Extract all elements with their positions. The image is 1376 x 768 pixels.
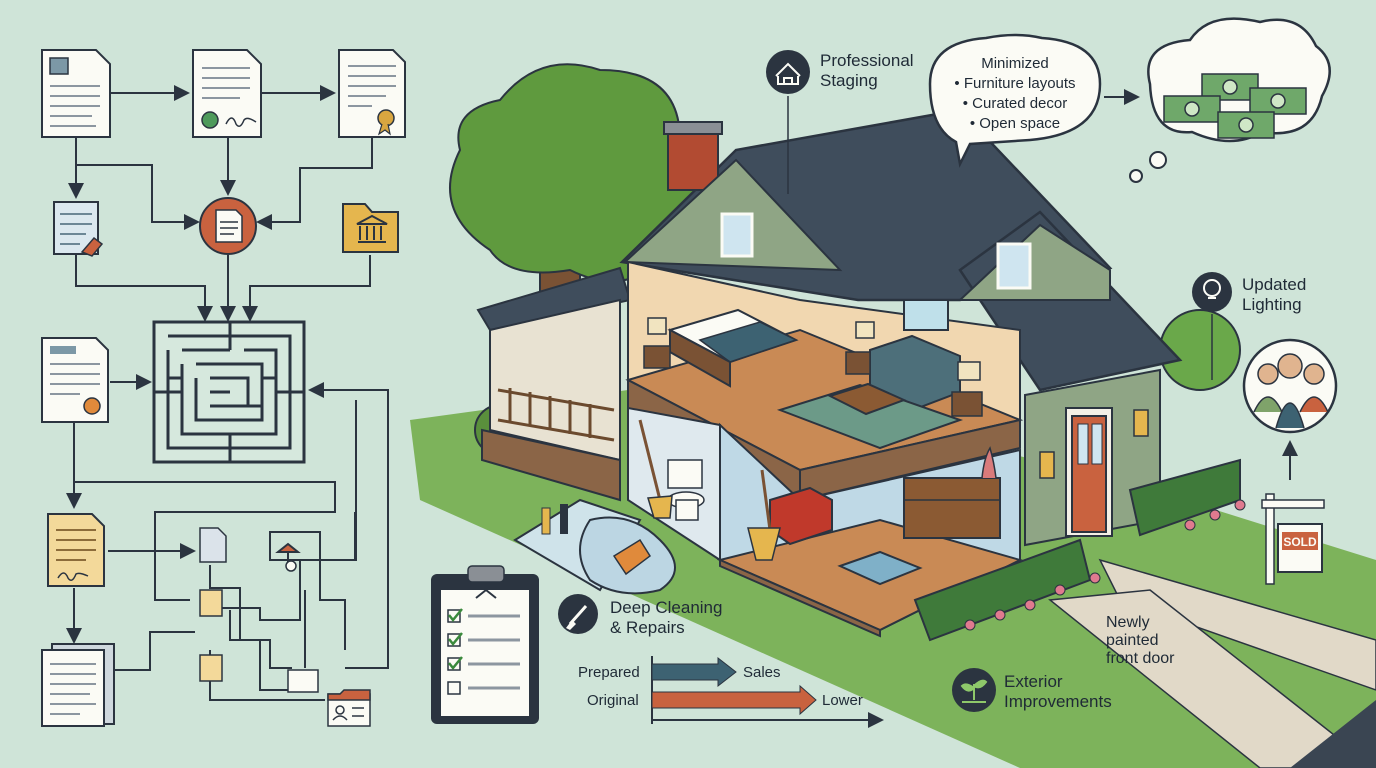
brush-icon	[558, 594, 598, 634]
certificate-icon	[338, 49, 406, 138]
exterior-improvements-line-1: Exterior	[1004, 672, 1063, 691]
document-icon	[53, 201, 104, 257]
front-door-label: Newly painted front door	[1106, 614, 1174, 668]
updated-lighting-label: Updated Lighting	[1242, 275, 1306, 315]
staging-thought-bubble	[928, 33, 1140, 168]
staging-bubble-item: • Open space	[969, 115, 1061, 132]
front-door-line-2: painted	[1106, 632, 1159, 649]
original-label: Original	[587, 692, 639, 709]
porch	[476, 266, 632, 502]
professional-staging-line-2: Staging	[820, 71, 878, 90]
front-door-line-1: Newly	[1106, 614, 1150, 631]
sprout-icon	[952, 668, 996, 712]
clipboard-checklist-icon	[431, 565, 539, 724]
professional-staging-label: Professional Staging	[820, 51, 914, 91]
prepared-bar	[651, 656, 737, 688]
cleaning-cloth	[513, 498, 676, 595]
folder-bank-icon	[342, 203, 399, 253]
lower-label: Lower	[822, 692, 863, 709]
document-icon	[199, 197, 257, 255]
maze-icon	[152, 320, 306, 464]
paperwork-flow	[66, 85, 389, 701]
right-wing-facade	[1024, 368, 1161, 547]
prepared-label: Prepared	[578, 664, 640, 681]
staging-bubble-item: • Curated decor	[962, 95, 1068, 112]
exterior-improvements-label: Exterior Improvements	[1004, 672, 1112, 712]
sold-sign: SOLD	[1261, 493, 1325, 585]
price-comparison	[651, 656, 884, 728]
buyers-avatar	[1242, 338, 1338, 480]
lower-floor-rooms	[627, 406, 1023, 638]
exterior-improvements-line-2: Improvements	[1004, 692, 1112, 711]
staging-bubble-heading: Minimized	[981, 55, 1049, 72]
cash-icon	[1129, 17, 1331, 183]
original-bar	[651, 684, 817, 716]
certificate-icon	[41, 337, 109, 423]
lightbulb-icon	[1192, 272, 1232, 380]
front-door-line-3: front door	[1106, 650, 1175, 667]
front-hedges	[913, 458, 1246, 642]
gable-siding	[622, 158, 1111, 301]
professional-staging-line-1: Professional	[820, 51, 914, 70]
sales-label: Sales	[743, 664, 781, 681]
updated-lighting-line-1: Updated	[1242, 275, 1307, 294]
deep-cleaning-label: Deep Cleaning & Repairs	[610, 598, 722, 638]
house-outline-icon	[766, 50, 810, 194]
deep-cleaning-line-2: & Repairs	[610, 618, 685, 637]
updated-lighting-line-2: Lighting	[1242, 295, 1302, 314]
signed-contract-icon	[192, 49, 262, 138]
document-icon	[41, 49, 111, 138]
sold-sign-label: SOLD	[1283, 535, 1317, 549]
staging-bubble-item: • Furniture layouts	[954, 75, 1076, 92]
deep-cleaning-line-1: Deep Cleaning	[610, 598, 723, 617]
document-icon	[41, 643, 115, 727]
staging-bubble-text: Minimized • Furniture layouts • Curated …	[940, 54, 1090, 134]
document-icon	[199, 527, 371, 727]
signed-contract-icon	[47, 513, 105, 587]
